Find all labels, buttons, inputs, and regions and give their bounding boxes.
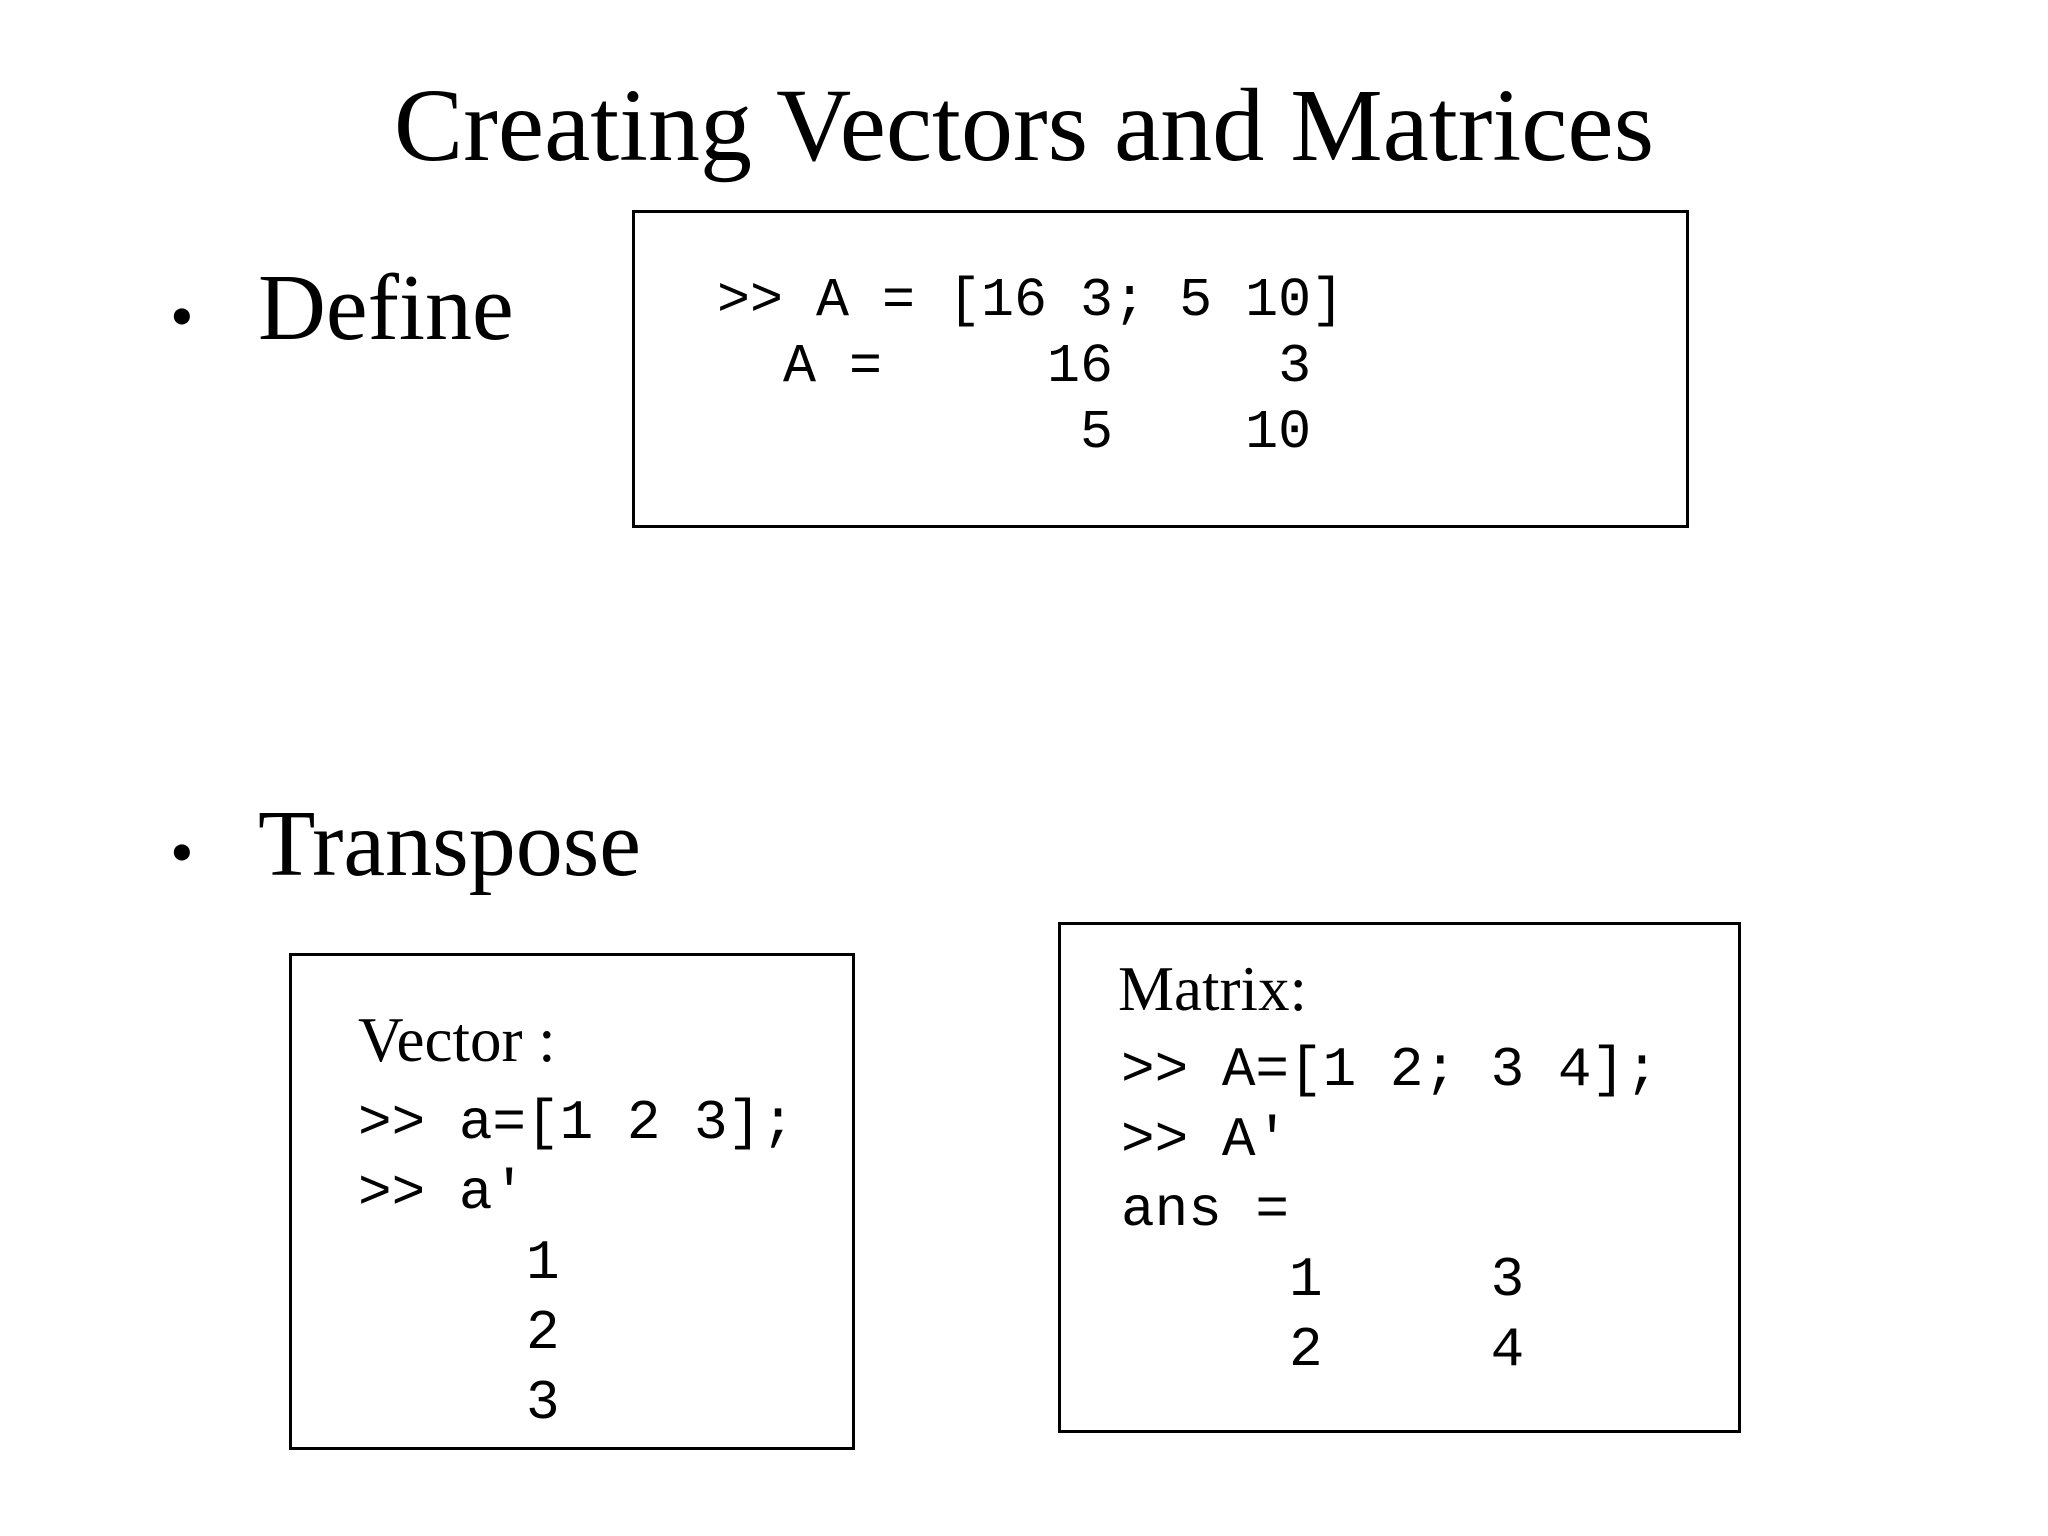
matrix-box-heading: Matrix: (1118, 954, 1307, 1024)
matrix-console-output: >> A=[1 2; 3 4]; >> A' ans = 1 3 2 4 (1121, 1038, 1659, 1383)
define-console-output: >> A = [16 3; 5 10] A = 16 3 5 10 (717, 269, 1345, 464)
bullet-label-define: Define (258, 256, 514, 360)
define-code-box: >> A = [16 3; 5 10] A = 16 3 5 10 (632, 210, 1689, 528)
bullet-label-transpose: Transpose (258, 792, 642, 896)
bullet-icon: • (170, 815, 194, 890)
bullet-item-define: • Define (170, 252, 514, 365)
matrix-transpose-code-box: Matrix: >> A=[1 2; 3 4]; >> A' ans = 1 3… (1058, 922, 1741, 1433)
bullet-item-transpose: • Transpose (170, 788, 641, 901)
bullet-icon: • (170, 279, 194, 354)
slide-title: Creating Vectors and Matrices (393, 68, 1655, 183)
vector-box-heading: Vector : (358, 1005, 556, 1075)
vector-console-output: >> a=[1 2 3]; >> a' 1 2 3 (358, 1091, 795, 1436)
vector-transpose-code-box: Vector : >> a=[1 2 3]; >> a' 1 2 3 (289, 953, 855, 1450)
